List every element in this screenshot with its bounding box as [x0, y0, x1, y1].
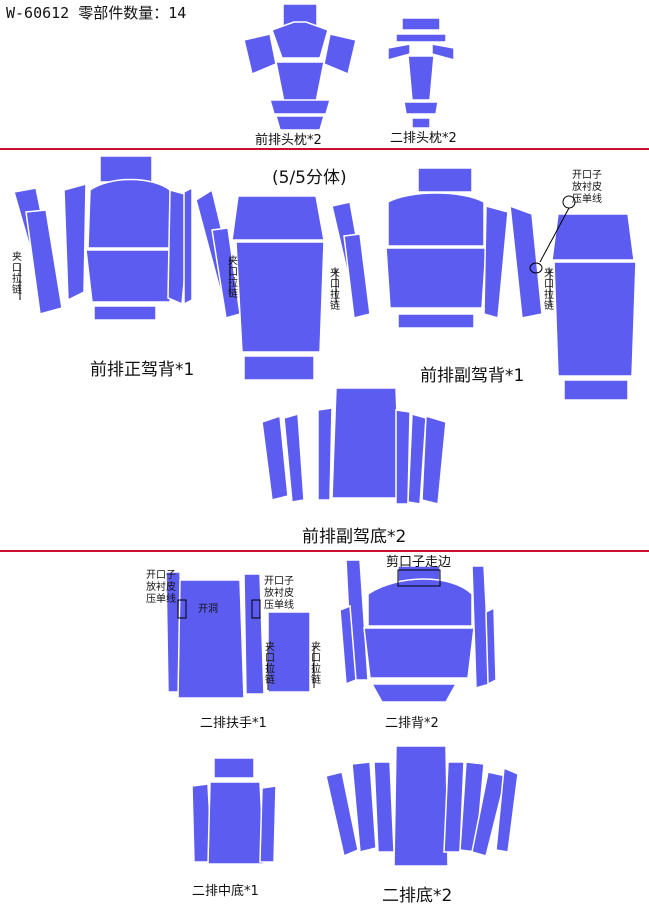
second-middle-base-pieces	[191, 757, 277, 865]
front-driver-back-label: 前排正驾背*1	[90, 360, 195, 380]
second-base-label: 二排底*2	[382, 886, 453, 906]
front-driver-back-pieces	[13, 155, 325, 381]
second-headrest-pieces	[387, 17, 455, 129]
second-armrest-label: 二排扶手*1	[200, 716, 267, 731]
split-note: (5/5分体)	[272, 168, 347, 188]
annotation-markers	[19, 195, 576, 690]
front-passenger-back-label: 前排副驾背*1	[420, 366, 525, 386]
cut-slit-edge-note: 剪口子走边	[386, 555, 452, 570]
open-slit-note-3: 开口子 放衬皮 压单线	[264, 576, 294, 611]
front-passenger-base-pieces	[261, 387, 447, 505]
second-headrest-label: 二排头枕*2	[390, 131, 457, 146]
header-title: W-60612 零部件数量：14	[6, 4, 187, 22]
clip-zipper-note-1: 夹口拉链	[12, 252, 22, 296]
second-back-label: 二排背*2	[385, 716, 439, 731]
clip-zipper-note-6: 夹口拉链	[311, 642, 321, 686]
second-base-pieces	[325, 745, 519, 867]
open-slit-note-1: 开口子 放衬皮 压单线	[572, 170, 602, 205]
front-passenger-base-label: 前排副驾底*2	[302, 527, 407, 547]
front-headrest-pieces	[243, 3, 357, 131]
clip-zipper-note-4: 夹口拉链	[544, 268, 554, 312]
front-passenger-back-pieces	[331, 167, 637, 401]
clip-zipper-note-3: 夹口拉链	[330, 268, 340, 312]
front-headrest-label: 前排头枕*2	[255, 133, 322, 148]
clip-zipper-note-2: 夹口拉链	[228, 256, 238, 300]
open-slit-note-2: 开口子 放衬皮 压单线	[146, 570, 176, 605]
clip-zipper-note-5: 夹口拉链	[265, 642, 275, 686]
second-middle-base-label: 二排中底*1	[192, 884, 259, 899]
second-back-pieces	[339, 559, 497, 703]
open-hole-note: 开洞	[198, 604, 218, 615]
